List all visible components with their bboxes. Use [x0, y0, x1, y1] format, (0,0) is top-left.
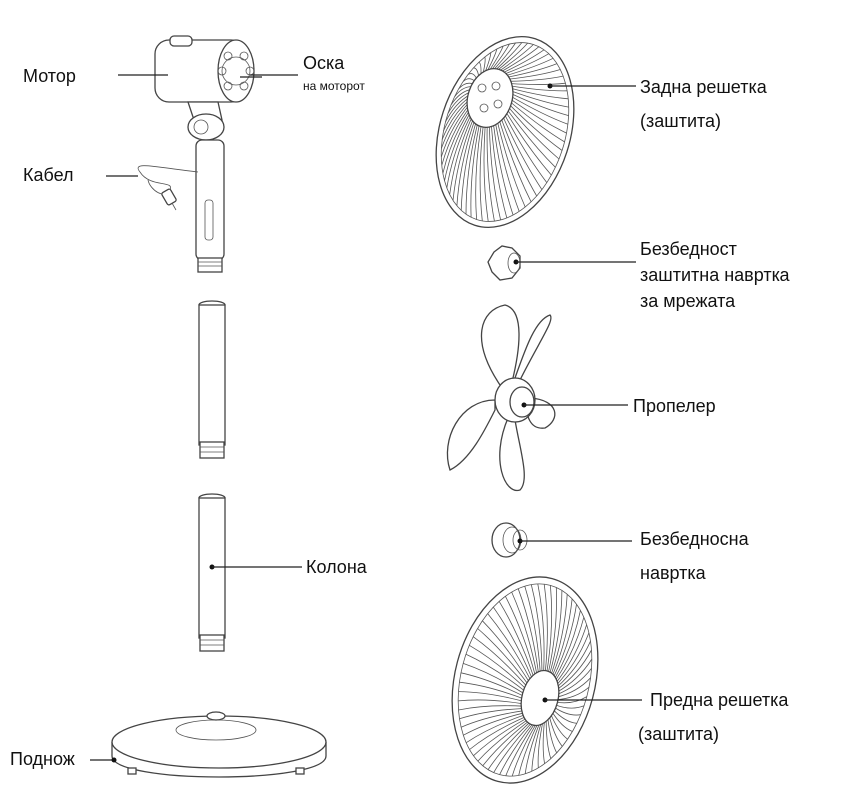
- axle-sublabel: на моторот: [303, 78, 365, 94]
- grille-nut-label-line-1: Безбедност: [640, 236, 789, 262]
- front-grille-label: Предна решетка (заштита): [638, 687, 788, 747]
- cable-label: Кабел: [23, 162, 74, 188]
- axle-label: Оска: [303, 50, 344, 76]
- rear-grille-drawing: [413, 19, 597, 246]
- column-segment-1: [199, 301, 225, 458]
- front-grille-label-line-1: Предна решетка: [638, 687, 788, 713]
- grille-nut-label-line-2: заштитна наврткa: [640, 262, 789, 288]
- front-grille-drawing: [430, 560, 620, 789]
- safety-nut-label-line-2: навртка: [640, 560, 749, 586]
- column-label: Колона: [306, 554, 367, 580]
- propeller-drawing: [447, 305, 554, 490]
- cable-drawing: [138, 166, 198, 210]
- propeller-label: Пропелер: [633, 393, 716, 419]
- safety-nut-label: Безбедносна навртка: [640, 526, 749, 586]
- motor-label: Мотор: [23, 63, 76, 89]
- column-segment-2: [199, 494, 225, 651]
- grille-nut-label-line-3: за мрежата: [640, 288, 789, 314]
- rear-grille-label: Задна решетка (заштита): [640, 74, 767, 134]
- grille-nut-label: Безбедност заштитна наврткa за мрежата: [640, 236, 789, 314]
- rear-grille-label-line-1: Задна решетка: [640, 74, 767, 100]
- motor-drawing: [155, 36, 262, 120]
- front-grille-label-line-2: (заштита): [638, 721, 788, 747]
- upper-column-drawing: [188, 114, 224, 272]
- safety-nut-label-line-1: Безбедносна: [640, 526, 749, 552]
- base-label: Поднож: [10, 746, 75, 772]
- base-drawing: [112, 712, 326, 777]
- rear-grille-label-line-2: (заштита): [640, 108, 767, 134]
